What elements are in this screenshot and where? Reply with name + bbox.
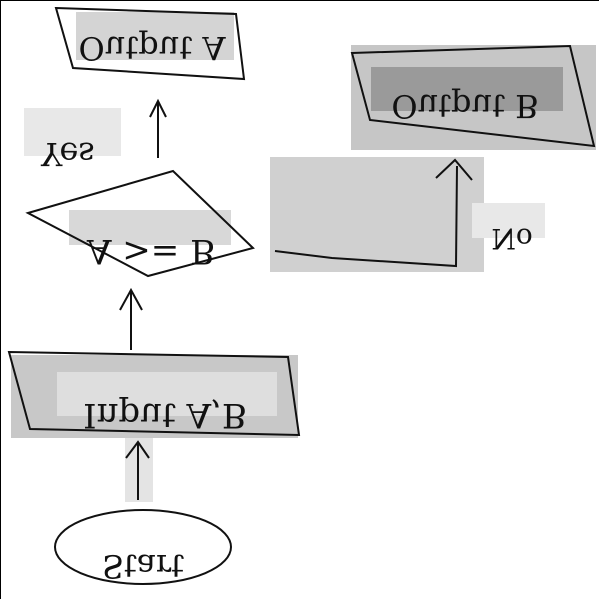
arrow-decision-to-output-a	[149, 98, 167, 158]
no-label-highlight	[472, 203, 545, 238]
output-a-node-shape	[54, 6, 246, 81]
arrow-decision-to-output-b	[274, 158, 473, 268]
input-node-label: Input A,B	[83, 395, 247, 435]
decision-node-shape	[25, 169, 255, 278]
yes-edge-label: Yes	[40, 135, 95, 173]
output-b-node-shape	[350, 44, 596, 148]
output-b-text-highlight	[371, 67, 563, 111]
yes-label-highlight	[24, 108, 121, 156]
output-b-node-label: Output B	[391, 87, 538, 125]
decision-text-highlight	[69, 210, 231, 245]
decision-node-label: A >= B	[86, 231, 215, 271]
start-node-label: Start	[102, 547, 184, 585]
output-a-node-label: Output A	[79, 29, 227, 67]
output-a-highlight	[76, 12, 234, 60]
no-path-highlight	[270, 157, 484, 272]
input-text-highlight	[57, 372, 277, 416]
no-edge-label: No	[491, 222, 532, 255]
arrow-input-to-decision	[119, 287, 143, 350]
input-node-shape	[7, 350, 301, 437]
arrow-start-to-input	[125, 440, 150, 500]
start-node-shape	[54, 509, 232, 585]
